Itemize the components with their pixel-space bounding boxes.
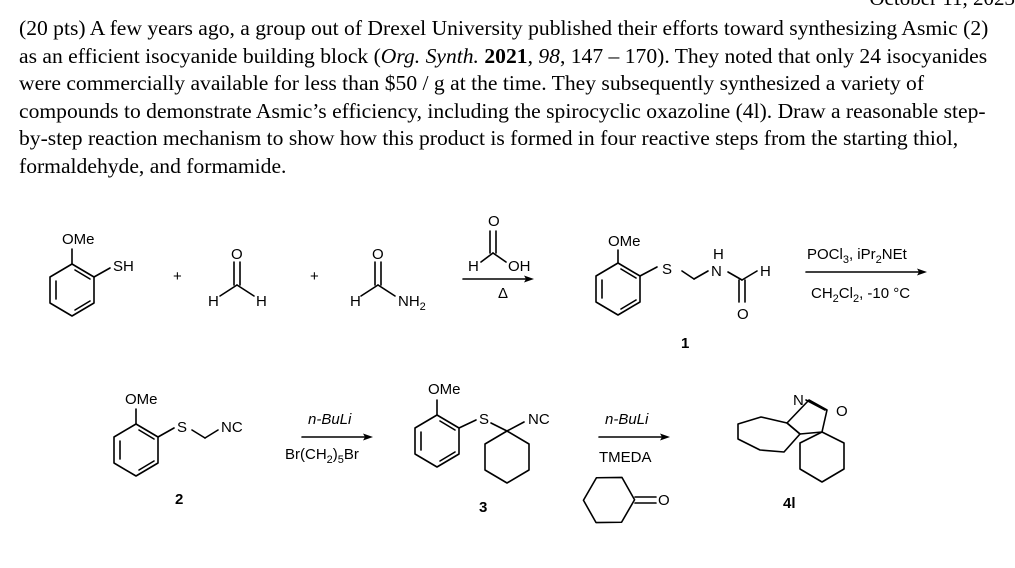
compound-1-o-label: O bbox=[737, 306, 749, 323]
compound-1-n-label: N bbox=[711, 263, 722, 280]
question-intro: (20 pts) A few years ago, a group out of… bbox=[19, 16, 989, 68]
reaction-3-reagent-above: n-BuLi bbox=[308, 411, 352, 428]
reaction-arrow-3: n-BuLi Br(CH2)5Br bbox=[285, 411, 373, 466]
formaldehyde-o-label: O bbox=[231, 246, 243, 263]
compound-3-structure: OMe S NC 3 bbox=[414, 381, 550, 516]
compound-3-number: 3 bbox=[479, 499, 487, 516]
svg-text:POCl3, iPr2NEt: POCl3, iPr2NEt bbox=[807, 246, 908, 266]
page-header-date: October 11, 2023 bbox=[850, 0, 1015, 11]
formaldehyde-h-right: H bbox=[256, 293, 267, 310]
formic-acid-h-label: H bbox=[468, 258, 479, 275]
compound-2-ome-label: OMe bbox=[125, 391, 158, 408]
reaction-3-reagent-below: Br(CH bbox=[285, 446, 327, 463]
compound-2-number: 2 bbox=[175, 491, 183, 508]
journal-year: 2021 bbox=[484, 43, 528, 68]
journal-name: Org. Synth. bbox=[380, 43, 479, 68]
compound-3-ome-label: OMe bbox=[428, 381, 461, 398]
plus-sign: + bbox=[310, 268, 319, 285]
svg-text:CH2Cl2, -10 °C: CH2Cl2, -10 °C bbox=[811, 285, 910, 305]
compound-1-number: 1 bbox=[681, 335, 689, 352]
reaction-4-reagent-below: TMEDA bbox=[599, 449, 652, 466]
compound-3-s-label: S bbox=[479, 411, 489, 428]
compound-1-s-label: S bbox=[662, 261, 672, 278]
reaction-2-reagent-below: CH bbox=[811, 285, 833, 302]
formamide-structure: O H NH2 bbox=[350, 246, 426, 313]
formic-acid-oh-label: OH bbox=[508, 258, 531, 275]
compound-4l-structure: N O 4l bbox=[737, 392, 848, 512]
journal-volume: 98 bbox=[538, 43, 560, 68]
reaction-arrow-2: POCl3, iPr2NEt CH2Cl2, -10 °C bbox=[805, 246, 927, 305]
compound-2-structure: OMe S NC 2 bbox=[113, 391, 243, 508]
compound-4l-o-label: O bbox=[836, 403, 848, 420]
compound-2-s-label: S bbox=[177, 419, 187, 436]
thiol-sh-label: SH bbox=[113, 258, 134, 275]
compound-1-structure: OMe S N H H O 1 bbox=[595, 233, 771, 352]
formamide-h-label: H bbox=[350, 293, 361, 310]
thiol-structure: OMe SH bbox=[49, 231, 134, 317]
compound-3-nc-label: NC bbox=[528, 411, 550, 428]
formaldehyde-structure: O H H bbox=[208, 246, 267, 310]
cyclohexanone-o-label: O bbox=[658, 492, 670, 509]
formamide-o-label: O bbox=[372, 246, 384, 263]
compound-4l-n-label: N bbox=[793, 392, 804, 409]
svg-text:Br(CH2)5Br: Br(CH2)5Br bbox=[285, 446, 359, 466]
compound-1-nh-label: H bbox=[713, 246, 724, 263]
question-rest: , 147 – 170). They noted that only 24 is… bbox=[19, 43, 988, 178]
formamide-nh-label: NH bbox=[398, 293, 420, 310]
reaction-1-heat: Δ bbox=[498, 285, 508, 302]
compound-4l-number: 4l bbox=[783, 495, 796, 512]
compound-1-h-label: H bbox=[760, 263, 771, 280]
compound-1-ome-label: OMe bbox=[608, 233, 641, 250]
formic-acid-o-label: O bbox=[488, 213, 500, 230]
reaction-arrow-4: n-BuLi TMEDA O bbox=[582, 411, 670, 524]
svg-text:NH2: NH2 bbox=[398, 293, 426, 313]
compound-2-nc-label: NC bbox=[221, 419, 243, 436]
question-text: (20 pts) A few years ago, a group out of… bbox=[19, 16, 989, 178]
formaldehyde-h-left: H bbox=[208, 293, 219, 310]
formamide-nh-subscript: 2 bbox=[420, 301, 426, 313]
thiol-ome-label: OMe bbox=[62, 231, 95, 248]
reaction-2-reagent-above: POCl bbox=[807, 246, 843, 263]
reaction-arrow-1: O H OH Δ bbox=[462, 213, 534, 302]
plus-sign: + bbox=[173, 268, 182, 285]
reaction-4-reagent-above: n-BuLi bbox=[605, 411, 649, 428]
